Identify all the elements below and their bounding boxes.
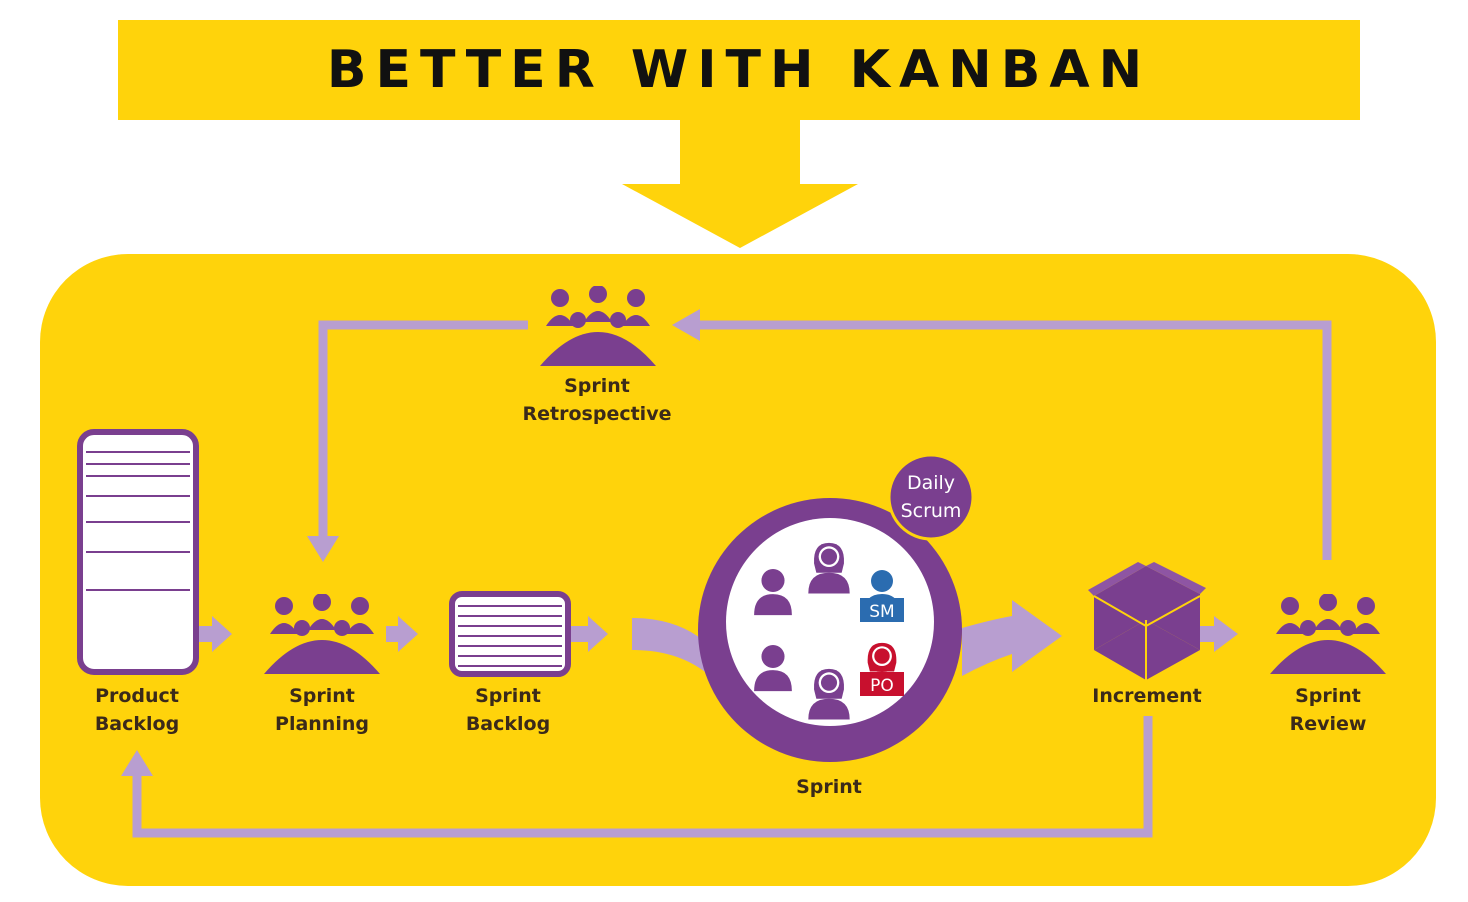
- sprint-out-flow: [962, 600, 1062, 676]
- title-banner: BETTER WITH KANBAN: [118, 20, 1360, 120]
- backlog-in-arrowhead: [121, 750, 153, 776]
- page-title: BETTER WITH KANBAN: [326, 40, 1152, 100]
- sprint-planning-label: Sprint Planning: [275, 685, 369, 735]
- retrospective-loop: [318, 320, 1332, 560]
- product-backlog-icon: [77, 429, 199, 675]
- sprint-retrospective-label: Sprint Retrospective: [522, 375, 672, 425]
- sprint-backlog-icon: [449, 591, 571, 677]
- flow-arrow-1: [198, 616, 232, 652]
- product-backlog-label: Product Backlog: [94, 685, 180, 735]
- flow-arrow-3: [570, 616, 608, 652]
- daily-scrum-label: Daily Scrum: [900, 472, 962, 522]
- sprint-review-label: Sprint Review: [1289, 685, 1367, 735]
- sm-label: SM: [869, 602, 894, 622]
- increment-icon: [1088, 562, 1206, 680]
- po-label: PO: [870, 676, 894, 696]
- retro-in-arrowhead: [672, 309, 700, 341]
- flow-arrow-2: [386, 616, 418, 652]
- sprint-backlog-label: Sprint Backlog: [465, 685, 551, 735]
- sprint-retrospective-icon: [540, 286, 656, 366]
- increment-label: Increment: [1092, 685, 1202, 707]
- sprint-planning-icon: [264, 594, 380, 674]
- planning-in-arrowhead: [307, 536, 339, 562]
- increment-loop: [132, 716, 1153, 838]
- sprint-in-flow: [632, 618, 710, 676]
- sm-tag: [860, 598, 904, 622]
- daily-scrum-bubble: [887, 453, 975, 541]
- down-arrow: [622, 118, 858, 248]
- sprint-review-icon: [1270, 594, 1386, 674]
- flow-arrow-5: [1200, 616, 1238, 652]
- po-tag: [860, 672, 904, 696]
- sprint-label: Sprint: [796, 776, 862, 798]
